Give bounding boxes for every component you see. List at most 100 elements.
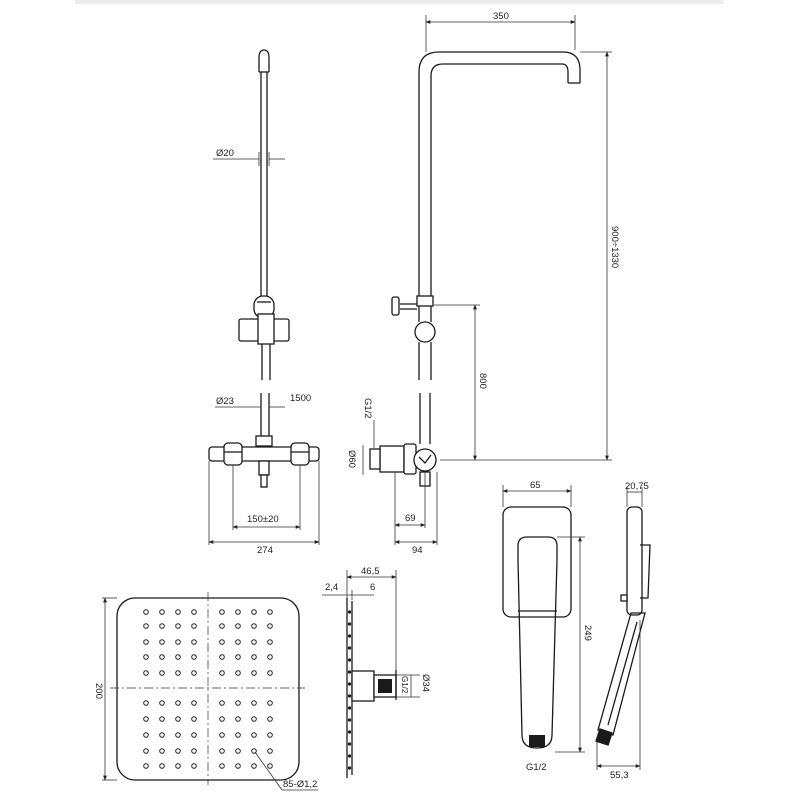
nozzle: [235, 748, 241, 754]
nozzle: [159, 623, 165, 629]
nozzle: [219, 732, 225, 738]
nozzle: [251, 763, 257, 769]
nozzle: [143, 623, 149, 629]
nozzle: [267, 716, 273, 722]
nozzle: [175, 700, 181, 706]
nozzle: [143, 748, 149, 754]
dim-pipe-diameter: Ø23: [216, 396, 234, 407]
nozzle: [267, 623, 273, 629]
nozzle: [251, 623, 257, 629]
nozzle: [191, 700, 197, 706]
nozzle: [159, 716, 165, 722]
nozzle: [251, 609, 257, 615]
nozzle: [159, 670, 165, 676]
nozzle-profile-dot: [347, 622, 352, 626]
nozzle: [251, 654, 257, 660]
nozzle-profile-dot: [347, 694, 352, 698]
dim-head-size: 200: [93, 683, 104, 699]
dim-mixer-height: 800: [477, 373, 488, 389]
nozzle: [175, 609, 181, 615]
nozzle: [191, 670, 197, 676]
nozzle: [191, 609, 197, 615]
nozzle: [191, 639, 197, 645]
nozzle: [143, 732, 149, 738]
nozzle: [219, 670, 225, 676]
nozzle: [267, 654, 273, 660]
nozzle-profile: [347, 610, 352, 770]
dim-head-gap: 6: [370, 582, 375, 593]
nozzle-profile-dot: [347, 646, 352, 650]
nozzle: [143, 670, 149, 676]
mixer-handle-left: [223, 442, 243, 466]
nozzle: [219, 654, 225, 660]
nozzle: [175, 716, 181, 722]
nozzle: [219, 716, 225, 722]
nozzle: [219, 748, 225, 754]
diverter-knob: [391, 296, 400, 316]
nozzle: [143, 609, 149, 615]
nozzle: [175, 623, 181, 629]
dim-height-1500: 1500: [290, 393, 311, 404]
nozzle: [175, 732, 181, 738]
nozzle: [159, 748, 165, 754]
nozzle: [175, 748, 181, 754]
dim-nozzle-count: 85-Ø1,2: [283, 779, 317, 790]
nozzle: [159, 732, 165, 738]
nozzle: [267, 748, 273, 754]
nozzle-profile-dot: [347, 682, 352, 686]
hand-shower-front-view: 65 249 G1/2: [502, 480, 593, 773]
nozzle: [235, 763, 241, 769]
nozzle: [159, 609, 165, 615]
nozzle: [159, 654, 165, 660]
hand-shower-thread-side: [595, 728, 613, 746]
nozzle: [159, 639, 165, 645]
dim-hand-length: 249: [582, 625, 593, 641]
hand-shower-side-view: 20,75 55,3: [595, 481, 651, 781]
nozzle: [219, 609, 225, 615]
wall-connector: [379, 445, 405, 473]
front-view: Ø20 Ø23 1500 150±20 274: [208, 49, 320, 556]
nozzle-profile-dot: [347, 670, 352, 674]
nozzle: [251, 670, 257, 676]
dim-hand-width: 65: [530, 480, 541, 491]
nozzle-profile-dot: [347, 730, 352, 734]
dim-depth-69: 69: [405, 513, 416, 524]
nozzle: [267, 732, 273, 738]
nozzle: [143, 716, 149, 722]
nozzle-profile-dot: [347, 658, 352, 662]
nozzle-profile-dot: [347, 718, 352, 722]
nozzle: [191, 623, 197, 629]
nozzle: [143, 700, 149, 706]
nozzle: [267, 670, 273, 676]
top-divider: [75, 0, 723, 4]
nozzle-profile-dot: [347, 742, 352, 746]
hand-shower-wall-holder: [502, 506, 572, 618]
nozzle: [219, 763, 225, 769]
head-connector: [351, 670, 375, 702]
nozzle: [235, 700, 241, 706]
nozzle: [159, 763, 165, 769]
nozzle-profile-dot: [347, 766, 352, 770]
nozzle: [251, 700, 257, 706]
dim-width-274: 274: [257, 545, 273, 556]
side-view: 350 900÷1330 800 G1/2 Ø60: [346, 11, 620, 556]
nozzle: [267, 700, 273, 706]
nozzle: [219, 700, 225, 706]
dim-head-total: 46,5: [361, 566, 380, 577]
nozzle-profile-dot: [347, 754, 352, 758]
nozzle: [235, 639, 241, 645]
nozzle-profile-dot: [347, 634, 352, 638]
dim-depth-94: 94: [412, 545, 423, 556]
dim-hand-side-bottom: 55,3: [610, 770, 629, 781]
shower-head-side-view: 46,5 2,4 6 G1/2 Ø34: [322, 566, 431, 778]
dim-side-thread: G1/2: [362, 398, 373, 419]
dim-rail-diameter: Ø20: [216, 148, 234, 159]
nozzle: [251, 716, 257, 722]
nozzle: [235, 654, 241, 660]
shower-head-top-view: 200 85-Ø1,2: [93, 592, 318, 791]
nozzle: [191, 748, 197, 754]
dim-head-thread: G1/2: [400, 676, 409, 694]
holder-side: [414, 321, 436, 343]
nozzle: [191, 732, 197, 738]
nozzle: [235, 609, 241, 615]
